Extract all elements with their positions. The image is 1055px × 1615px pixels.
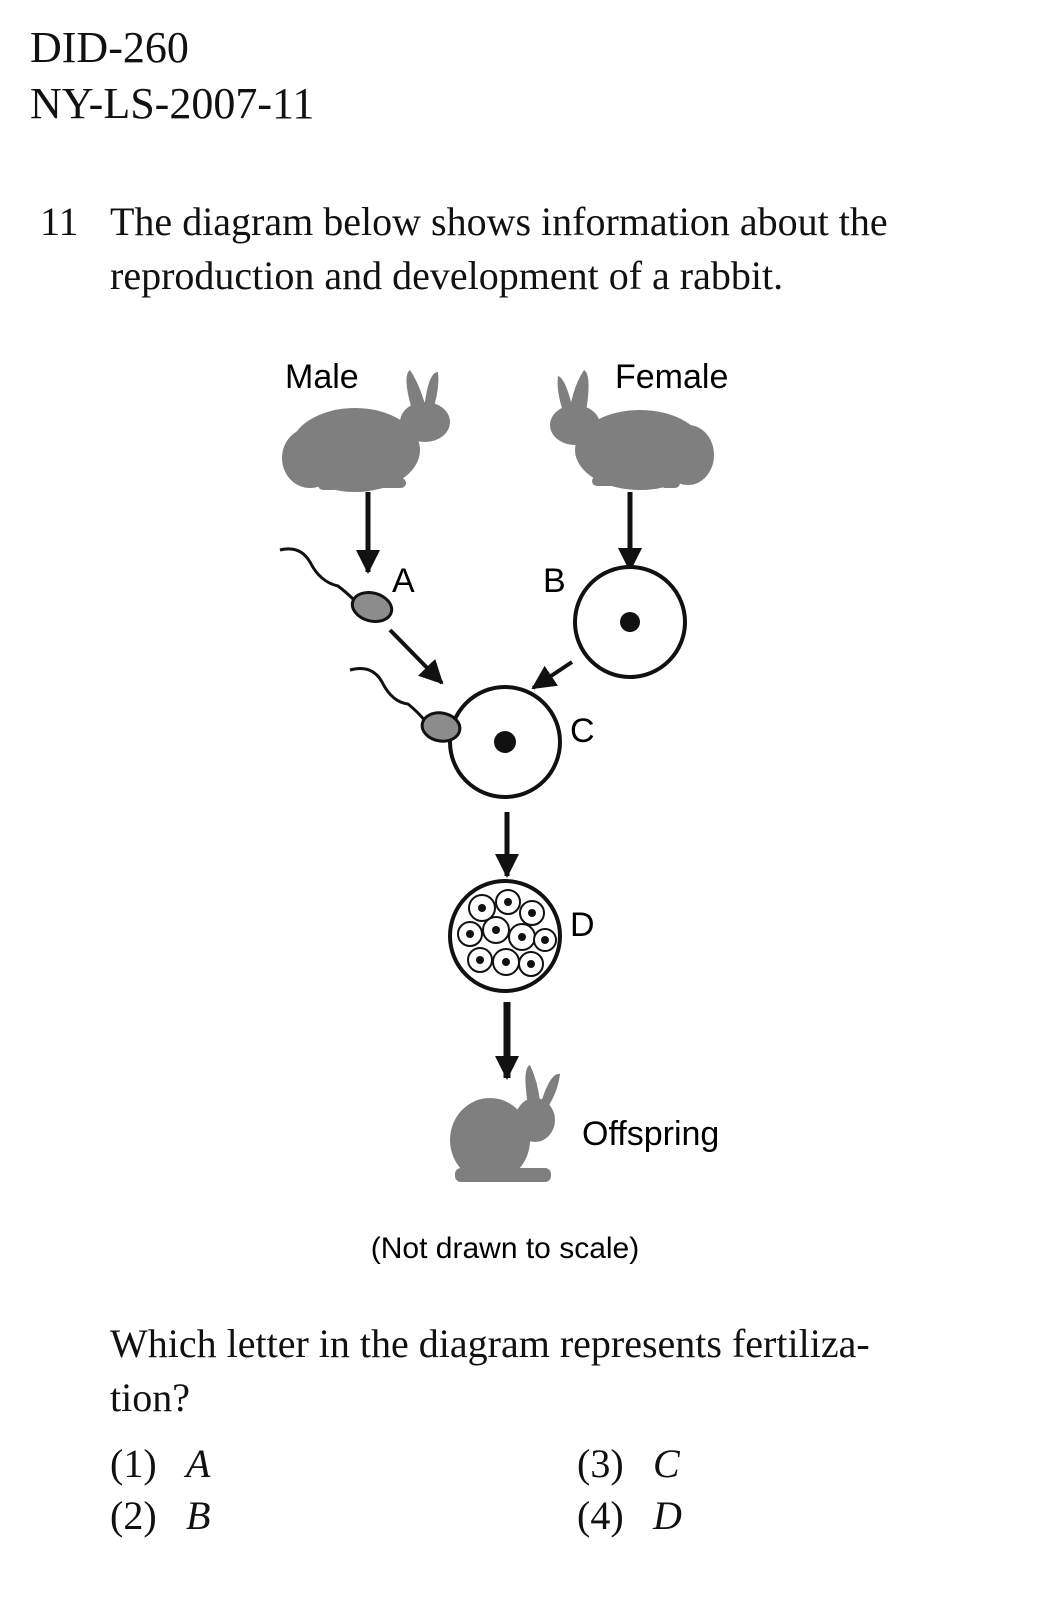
answer-choice-2[interactable]: (2) B	[110, 1490, 210, 1542]
label-c: C	[570, 712, 595, 750]
female-rabbit-icon	[550, 370, 714, 490]
offspring-label: Offspring	[582, 1115, 719, 1153]
label-b: B	[543, 562, 566, 600]
question-number: 11	[40, 199, 79, 244]
choice-number: (2)	[110, 1493, 157, 1538]
sperm-icon	[279, 547, 394, 623]
question-ask-line-2: tion?	[110, 1375, 190, 1420]
document-id: DID-260	[30, 23, 189, 72]
choice-letter: A	[186, 1441, 211, 1486]
answer-choice-4[interactable]: (4) D	[577, 1490, 682, 1542]
choice-number: (3)	[577, 1441, 624, 1486]
label-a: A	[392, 562, 415, 600]
answer-choice-3[interactable]: (3) C	[577, 1438, 680, 1490]
label-d: D	[570, 906, 595, 944]
scale-note: (Not drawn to scale)	[371, 1232, 639, 1265]
arrow-sperm-to-zygote	[388, 628, 444, 685]
embryo-icon	[448, 879, 562, 993]
male-label: Male	[285, 358, 359, 396]
choice-letter: D	[653, 1493, 682, 1538]
answer-choice-1[interactable]: (1) A	[110, 1438, 210, 1490]
male-rabbit-icon	[282, 370, 450, 492]
egg-cell-icon	[573, 565, 687, 679]
question-intro-line-1: The diagram below shows information abou…	[110, 199, 888, 244]
choice-letter: B	[186, 1493, 211, 1538]
choice-letter: C	[653, 1441, 680, 1486]
female-label: Female	[615, 358, 728, 396]
choice-number: (1)	[110, 1441, 157, 1486]
arrow-egg-to-zygote	[531, 660, 574, 690]
fertilized-egg-icon	[349, 667, 562, 799]
question-ask-line-1: Which letter in the diagram represents f…	[110, 1321, 870, 1366]
offspring-rabbit-icon	[450, 1065, 560, 1182]
document-source: NY-LS-2007-11	[30, 79, 315, 128]
reproduction-diagram: Male Female A B C	[279, 358, 728, 1265]
question-intro-line-2: reproduction and development of a rabbit…	[110, 253, 784, 298]
choice-number: (4)	[577, 1493, 624, 1538]
